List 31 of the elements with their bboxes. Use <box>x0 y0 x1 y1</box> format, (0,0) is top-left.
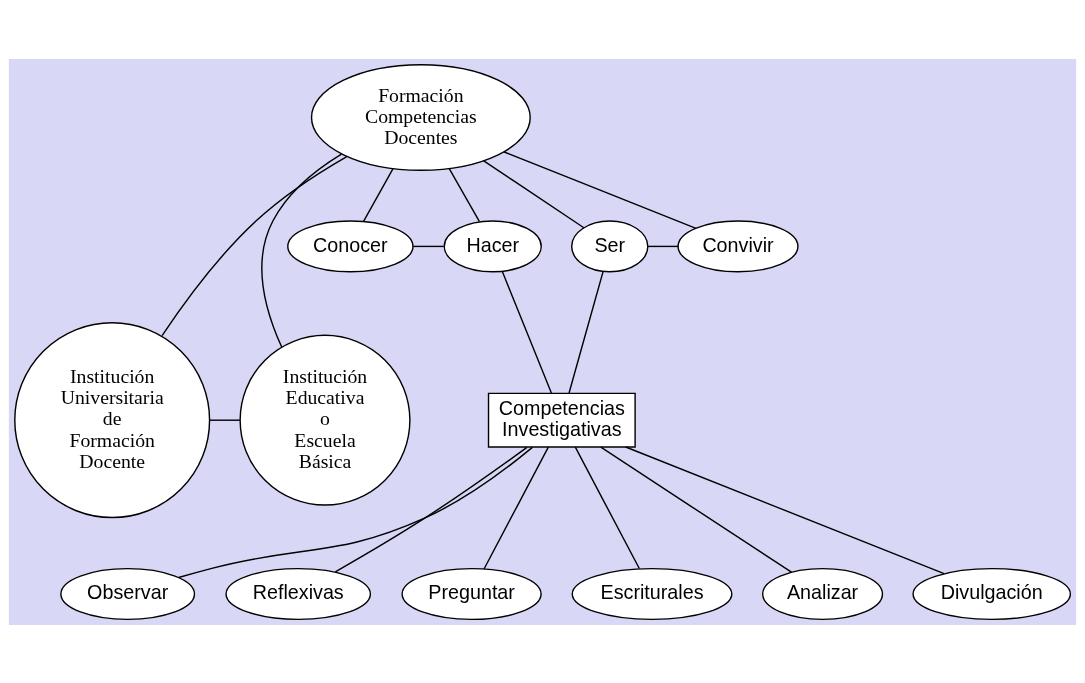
connector <box>647 245 679 247</box>
node-ellipse: Ser <box>570 219 649 272</box>
connector <box>209 419 241 421</box>
connector <box>600 446 793 573</box>
connector <box>334 446 528 572</box>
node-circle: Institución Universitaria de Formación Docente <box>14 321 211 518</box>
connector <box>574 446 640 569</box>
node-box: Competencias Investigativas <box>487 392 636 448</box>
node-ellipse: Observar <box>60 567 196 620</box>
connector <box>483 446 549 570</box>
connector <box>501 270 553 394</box>
node-ellipse: Formación Competencias Docentes <box>310 63 531 171</box>
connector <box>448 167 481 222</box>
node-ellipse: Analizar <box>762 567 884 620</box>
node-ellipse: Conocer <box>287 219 414 272</box>
connector <box>362 167 394 222</box>
connector <box>161 155 348 336</box>
node-ellipse: Convivir <box>677 219 799 272</box>
node-ellipse: Escriturales <box>571 567 733 620</box>
connector <box>625 445 945 574</box>
connector <box>483 159 585 228</box>
node-ellipse: Divulgación <box>912 567 1072 620</box>
connector <box>412 245 445 247</box>
node-ellipse: Preguntar <box>401 567 542 620</box>
node-circle: Institución Educativa o Escuela Básica <box>239 334 411 506</box>
node-ellipse: Hacer <box>443 219 542 272</box>
connector <box>177 446 534 578</box>
connector <box>261 153 343 348</box>
connector <box>503 150 697 229</box>
connector <box>568 270 604 394</box>
node-ellipse: Reflexivas <box>225 567 372 620</box>
